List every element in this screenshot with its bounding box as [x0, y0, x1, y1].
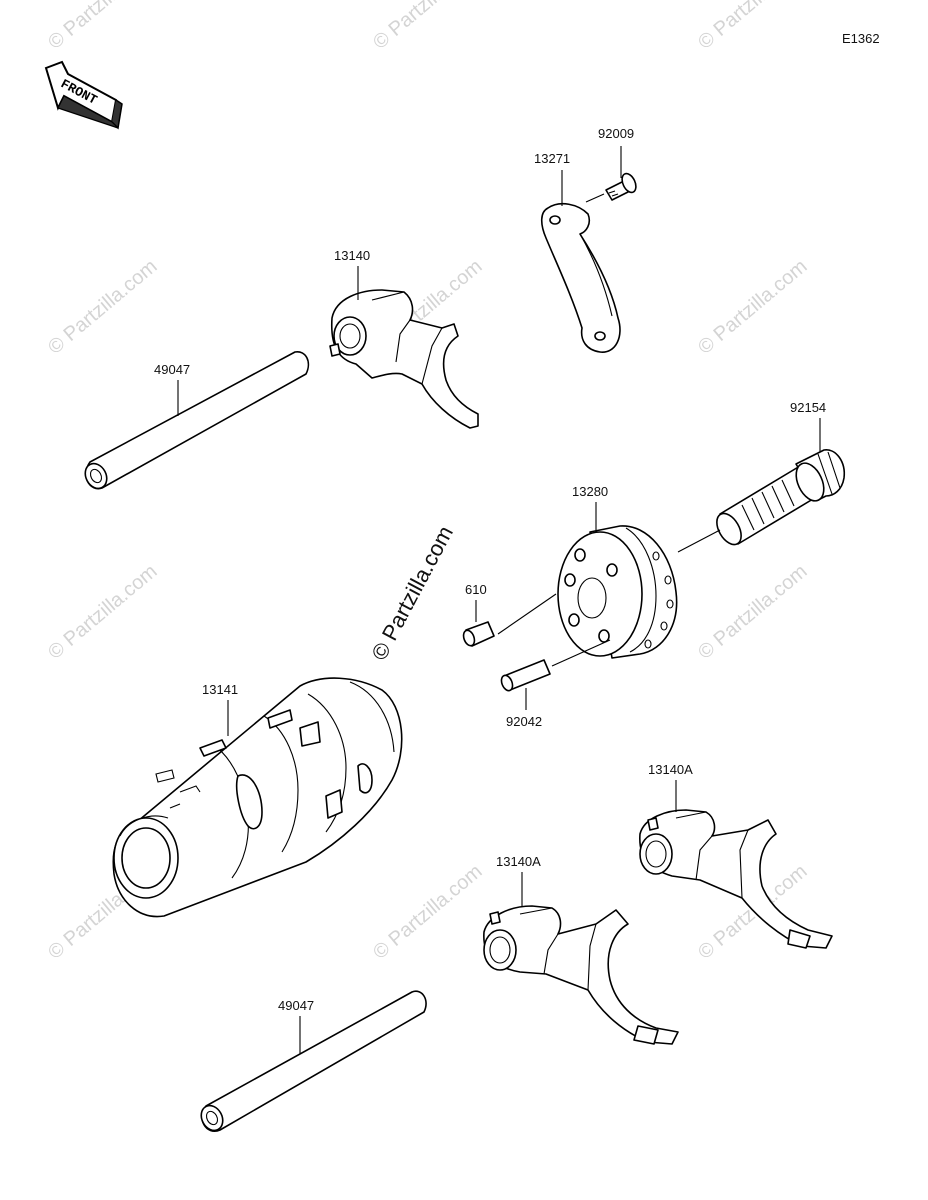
shaft-49047-top: [84, 351, 310, 490]
part-label-610: 610: [465, 582, 487, 597]
pin-92042: [500, 659, 551, 692]
pin-610: [462, 621, 495, 647]
bolt-92154: [716, 449, 846, 546]
watermark: © Partzilla.com: [694, 560, 811, 663]
watermark: © Partzilla.com: [694, 0, 811, 54]
shift-drum-13141: [112, 677, 403, 918]
part-label-92154: 92154: [790, 400, 826, 415]
part-label-13140A-right: 13140A: [648, 762, 693, 777]
shift-cam-13280: [557, 525, 678, 659]
front-arrow-icon: FRONT: [40, 60, 123, 130]
shaft-49047-bottom: [200, 990, 427, 1132]
shift-fork-13140A-center: [483, 905, 679, 1045]
screw-92009: [605, 172, 637, 201]
watermark: © Partzilla.com: [44, 0, 161, 54]
part-label-92042: 92042: [506, 714, 542, 729]
shift-fork-13140A-right: [639, 809, 833, 949]
plate-13271: [540, 202, 621, 353]
part-label-13280: 13280: [572, 484, 608, 499]
part-label-92009: 92009: [598, 126, 634, 141]
watermark: © Partzilla.com: [369, 860, 486, 963]
watermark: © Partzilla.com: [44, 255, 161, 358]
diagram-code: E1362: [842, 31, 880, 46]
watermark: © Partzilla.com: [694, 255, 811, 358]
leader-lines: [177, 146, 821, 1054]
shift-fork-13140: [329, 289, 479, 429]
part-label-49047-bottom: 49047: [278, 998, 314, 1013]
center-watermark: © Partzilla.com: [366, 522, 458, 665]
part-labels: 92009 13271 13140 49047 92154 13280 610 …: [154, 126, 826, 1013]
watermark: © Partzilla.com: [44, 560, 161, 663]
part-label-13140A-center: 13140A: [496, 854, 541, 869]
part-label-49047-top: 49047: [154, 362, 190, 377]
part-label-13140: 13140: [334, 248, 370, 263]
watermark: © Partzilla.com: [369, 0, 486, 54]
part-label-13141: 13141: [202, 682, 238, 697]
part-label-13271: 13271: [534, 151, 570, 166]
